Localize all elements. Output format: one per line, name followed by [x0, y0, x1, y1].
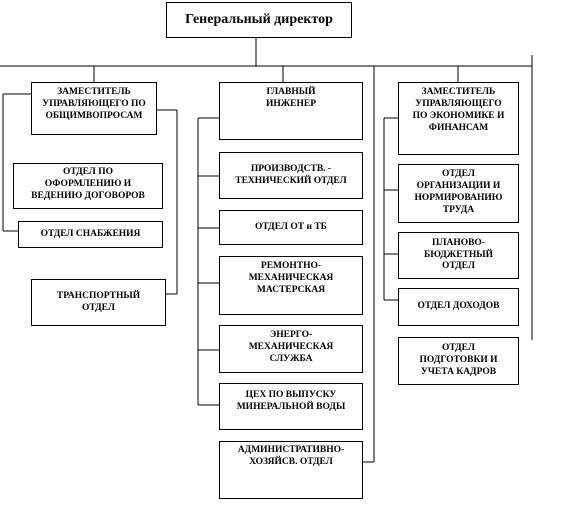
hr-training-dept-label: ОТДЕЛ ПОДГОТОВКИ И УЧЕТА КАДРОВ	[419, 343, 498, 377]
chief-engineer-box: ГЛАВНЫЙ ИНЖЕНЕР	[219, 82, 363, 140]
repair-workshop-box: РЕМОНТНО- МЕХАНИЧЕСКАЯ МАСТЕРСКАЯ	[219, 256, 363, 315]
contracts-dept-label: ОТДЕЛ ПО ОФОРМЛЕНИЮ И ВЕДЕНИЮ ДОГОВОРОВ	[31, 167, 145, 201]
hr-training-dept-box: ОТДЕЛ ПОДГОТОВКИ И УЧЕТА КАДРОВ	[398, 337, 519, 385]
transport-dept-label: ТРАНСПОРТНЫЙ ОТДЕЛ	[56, 290, 141, 313]
supply-dept-box: ОТДЕЛ СНАБЖЕНИЯ	[18, 221, 163, 248]
supply-dept-label: ОТДЕЛ СНАБЖЕНИЯ	[40, 228, 141, 239]
energy-service-label: ЭНЕРГО- МЕХАНИЧЕСКАЯ СЛУЖБА	[248, 330, 334, 364]
labor-organization-dept-label: ОТДЕЛ ОРГАНИЗАЦИИ И НОРМИРОВАНИЮ ТРУДА	[414, 169, 503, 215]
production-technical-dept-label: ПРОИЗВОДСТВ. - ТЕХНИЧЕСКИЙ ОТДЕЛ	[235, 163, 347, 186]
deputy-economics-box: ЗАМЕСТИТЕЛЬ УПРАВЛЯЮЩЕГО ПО ЭКОНОМИКЕ И …	[398, 82, 519, 155]
deputy-general-affairs-box: ЗАМЕСТИТЕЛЬ УПРАВЛЯЮЩЕГО ПО ОБЩИМВОПРОСА…	[31, 82, 157, 135]
labor-safety-dept-box: ОТДЕЛ ОТ и ТБ	[219, 210, 363, 245]
admin-household-dept-label: АДМИНИСТРАТИВНО- ХОЗЯЙСВ. ОТДЕЛ	[237, 445, 345, 467]
planning-budget-dept-label: ПЛАНОВО- БЮДЖЕТНЫЙ ОТДЕЛ	[424, 237, 493, 272]
deputy-economics-label: ЗАМЕСТИТЕЛЬ УПРАВЛЯЮЩЕГО ПО ЭКОНОМИКЕ И …	[412, 87, 505, 133]
transport-dept-box: ТРАНСПОРТНЫЙ ОТДЕЛ	[31, 279, 166, 326]
energy-service-box: ЭНЕРГО- МЕХАНИЧЕСКАЯ СЛУЖБА	[219, 325, 363, 373]
mineral-water-shop-box: ЦЕХ ПО ВЫПУСКУ МИНЕРАЛЬНОЙ ВОДЫ	[219, 383, 363, 430]
deputy-general-affairs-label: ЗАМЕСТИТЕЛЬ УПРАВЛЯЮЩЕГО ПО ОБЩИМВОПРОСА…	[42, 87, 146, 121]
mineral-water-shop-label: ЦЕХ ПО ВЫПУСКУ МИНЕРАЛЬНОЙ ВОДЫ	[236, 390, 346, 412]
labor-safety-dept-label: ОТДЕЛ ОТ и ТБ	[255, 221, 327, 232]
production-technical-dept-box: ПРОИЗВОДСТВ. - ТЕХНИЧЕСКИЙ ОТДЕЛ	[219, 152, 363, 199]
general-director-box: Генеральный директор	[166, 2, 352, 38]
general-director-label: Генеральный директор	[185, 12, 333, 28]
contracts-dept-box: ОТДЕЛ ПО ОФОРМЛЕНИЮ И ВЕДЕНИЮ ДОГОВОРОВ	[13, 163, 163, 209]
income-dept-label: ОТДЕЛ ДОХОДОВ	[417, 301, 500, 312]
planning-budget-dept-box: ПЛАНОВО- БЮДЖЕТНЫЙ ОТДЕЛ	[398, 232, 519, 279]
chief-engineer-label: ГЛАВНЫЙ ИНЖЕНЕР	[265, 87, 317, 109]
repair-workshop-label: РЕМОНТНО- МЕХАНИЧЕСКАЯ МАСТЕРСКАЯ	[248, 261, 334, 295]
labor-organization-dept-box: ОТДЕЛ ОРГАНИЗАЦИИ И НОРМИРОВАНИЮ ТРУДА	[398, 164, 519, 223]
income-dept-box: ОТДЕЛ ДОХОДОВ	[398, 288, 519, 326]
admin-household-dept-box: АДМИНИСТРАТИВНО- ХОЗЯЙСВ. ОТДЕЛ	[219, 441, 363, 499]
